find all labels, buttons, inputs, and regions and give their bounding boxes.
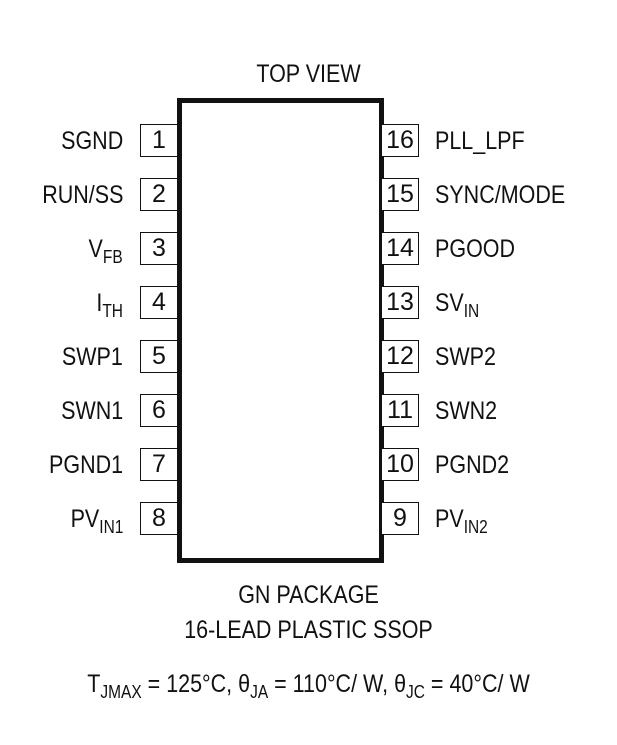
pin-6-number: 6 [140, 394, 177, 427]
chip-body [177, 98, 384, 563]
pin-15-label: SYNC/MODE [435, 181, 566, 209]
pin-10-label: PGND2 [435, 451, 510, 479]
pin-9-number: 9 [382, 502, 419, 535]
pin-15-number: 15 [382, 178, 419, 211]
pin-16-label: PLL_LPF [435, 127, 525, 155]
pin-5-number: 5 [140, 340, 177, 373]
pin-13-label: SVIN [435, 289, 480, 321]
pin-1-label: SGND [60, 127, 123, 155]
pin-14-label: PGOOD [435, 235, 516, 263]
pin-8-label: PVIN1 [70, 505, 123, 537]
pin-7-number: 7 [140, 448, 177, 481]
pin-1-number: 1 [140, 124, 177, 157]
pin-4-number: 4 [140, 286, 177, 319]
top-view-title: TOP VIEW [256, 60, 361, 88]
pin-5-label: SWP1 [62, 343, 123, 371]
package-description: 16-LEAD PLASTIC SSOP [184, 616, 433, 644]
pin-2-label: RUN/SS [41, 181, 123, 209]
pin-7-label: PGND1 [48, 451, 123, 479]
pin-3-number: 3 [140, 232, 177, 265]
pin-6-label: SWN1 [60, 397, 123, 425]
pin-9-label: PVIN2 [435, 505, 488, 537]
pin-2-number: 2 [140, 178, 177, 211]
pin-10-number: 10 [382, 448, 419, 481]
pin-12-number: 12 [382, 340, 419, 373]
pin-3-label: VFB [88, 235, 123, 267]
pin-16-number: 16 [382, 124, 419, 157]
pin-13-number: 13 [382, 286, 419, 319]
pin-8-number: 8 [140, 502, 177, 535]
pin-4-label: ITH [96, 289, 123, 321]
thermal-specs: TJMAX = 125°C, θJA = 110°C/ W, θJC = 40°… [87, 670, 530, 702]
package-name: GN PACKAGE [238, 581, 379, 609]
pin-12-label: SWP2 [435, 343, 496, 371]
pin-11-number: 11 [382, 394, 419, 427]
pin-11-label: SWN2 [435, 397, 498, 425]
pin-14-number: 14 [382, 232, 419, 265]
